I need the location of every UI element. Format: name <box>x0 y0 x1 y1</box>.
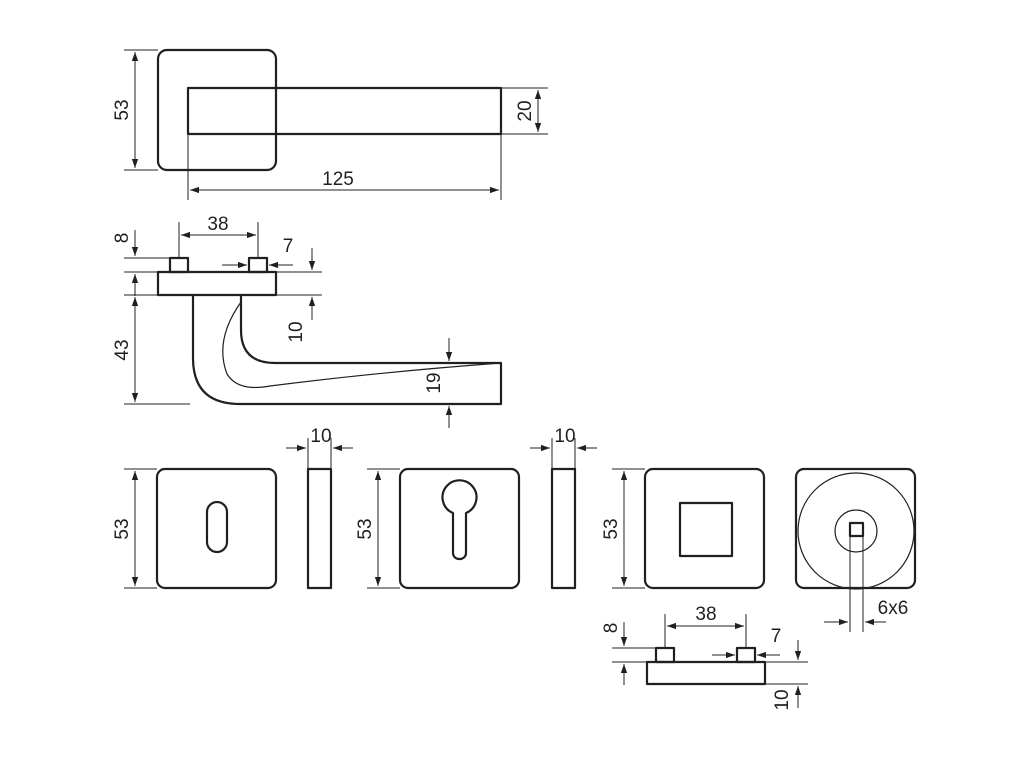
bottom-pin-left <box>654 646 676 664</box>
side-pin-right <box>247 256 269 274</box>
dim-lever-length: 125 <box>322 169 354 190</box>
dim-bottom-pin-height: 8 <box>601 623 622 634</box>
dim-cylinder-rose-size: 53 <box>355 518 376 539</box>
side-lever-profile <box>191 293 503 406</box>
top-view-rose <box>156 48 278 172</box>
bottom-side-view: 38 8 7 10 <box>601 604 808 711</box>
keyhole-rose-edge <box>306 467 333 590</box>
cylinder-rose <box>398 467 521 590</box>
dim-keyhole-rose-size: 53 <box>112 518 133 539</box>
side-lever-contour <box>222 301 502 389</box>
keyhole-slot <box>205 500 229 554</box>
spindle-boss <box>834 509 878 553</box>
dim-side-rose-thickness: 10 <box>286 321 307 342</box>
cylinder-rose-view: 53 10 <box>355 426 597 590</box>
spindle-rose-view: 6x6 <box>794 467 917 632</box>
spindle-square-hole <box>848 521 865 538</box>
keyhole-rose <box>155 467 278 590</box>
cylinder-keyhole <box>441 479 478 561</box>
dim-keyhole-rose-thickness: 10 <box>310 426 331 447</box>
top-view-lever <box>186 86 503 136</box>
dim-side-pin-spacing: 38 <box>207 214 228 235</box>
bottom-pin-right <box>735 646 757 664</box>
blank-rose-insert <box>678 501 734 558</box>
dim-grip-thickness: 19 <box>424 372 445 393</box>
keyhole-rose-view: 53 10 <box>112 426 353 590</box>
bottom-rose-base <box>645 660 767 686</box>
dim-side-pin-height: 8 <box>112 233 133 244</box>
side-pin-left <box>168 256 190 274</box>
dim-cylinder-rose-thickness: 10 <box>554 426 575 447</box>
dim-bottom-pin-width: 7 <box>771 626 782 647</box>
dim-lever-height: 20 <box>515 100 536 121</box>
top-view: 53 20 125 <box>112 48 548 200</box>
dim-rose-height: 53 <box>112 99 133 120</box>
dim-side-pin-width: 7 <box>283 236 294 257</box>
spindle-rose <box>794 467 917 590</box>
blank-rose <box>643 467 766 590</box>
blank-rose-view: 53 <box>601 467 766 590</box>
dim-lever-offset: 43 <box>112 339 133 360</box>
spindle-rose-disc <box>797 472 915 590</box>
side-rose-base <box>156 270 278 297</box>
dim-blank-rose-size: 53 <box>601 518 622 539</box>
dim-bottom-pin-spacing: 38 <box>695 604 716 625</box>
cylinder-rose-edge <box>550 467 577 590</box>
dim-spindle-size: 6x6 <box>878 598 909 619</box>
side-view: 38 8 7 10 43 19 <box>112 214 503 428</box>
dim-bottom-rose-thickness: 10 <box>772 689 793 710</box>
